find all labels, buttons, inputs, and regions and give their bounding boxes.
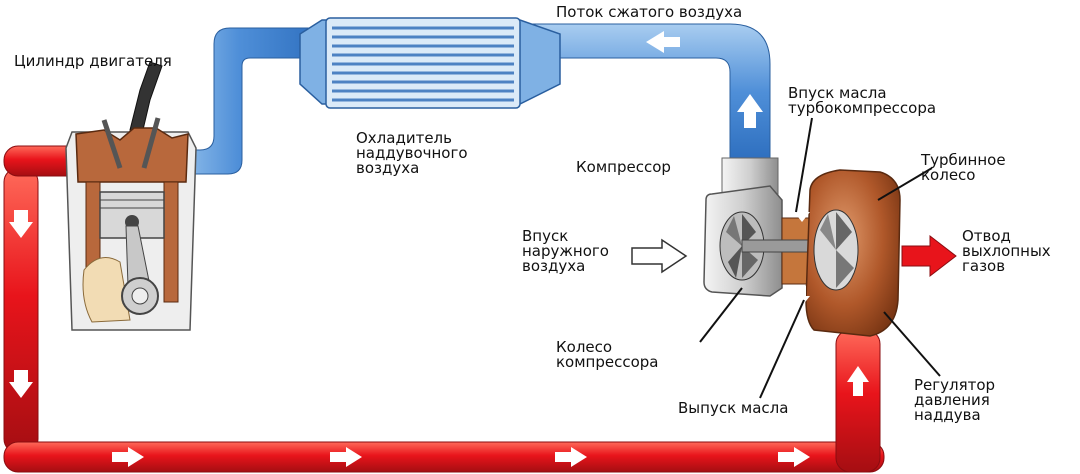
intercooler	[299, 17, 561, 109]
flow-arrow-left-icon	[646, 31, 680, 53]
flow-arrow-right-icon	[112, 447, 144, 467]
intercooler-fins	[332, 26, 514, 102]
label-turbine-wheel: Турбинное колесо	[921, 151, 1006, 184]
label-compressor: Компрессор	[576, 158, 671, 176]
label-exhaust-outlet: Отвод выхлопных газов	[962, 227, 1051, 275]
flow-arrow-right-icon	[330, 447, 362, 467]
label-compressor-wheel: Колесо компрессора	[556, 338, 659, 371]
label-outside-air-inlet: Впуск наружного воздуха	[522, 227, 609, 275]
turbocharger	[703, 157, 901, 337]
flow-arrow-up-icon	[737, 94, 763, 128]
turbine-wheel	[813, 209, 859, 291]
label-engine-cylinder: Цилиндр двигателя	[14, 52, 172, 70]
engine-cylinder	[65, 61, 197, 331]
label-oil-outlet: Выпуск масла	[678, 399, 789, 417]
label-intercooler: Охладитель наддувочного воздуха	[356, 129, 468, 177]
label-boost-regulator: Регулятор давления наддува	[914, 376, 996, 424]
leader-lines	[699, 117, 941, 399]
flow-arrow-down-icon	[9, 370, 33, 398]
flow-arrow-right-icon	[778, 447, 810, 467]
label-turbo-oil-inlet: Впуск масла турбокомпрессора	[788, 84, 937, 117]
outside-air-inlet-arrow-icon	[631, 238, 688, 274]
exhaust-pipe	[3, 145, 885, 473]
flow-arrow-right-icon	[555, 447, 587, 467]
oil-outlet-arrow-icon	[794, 286, 810, 306]
exhaust-outlet-arrow-icon	[901, 234, 957, 278]
flow-arrow-up-icon	[847, 366, 869, 396]
flow-arrow-down-icon	[9, 210, 33, 238]
label-compressed-air-flow: Поток сжатого воздуха	[556, 3, 743, 21]
